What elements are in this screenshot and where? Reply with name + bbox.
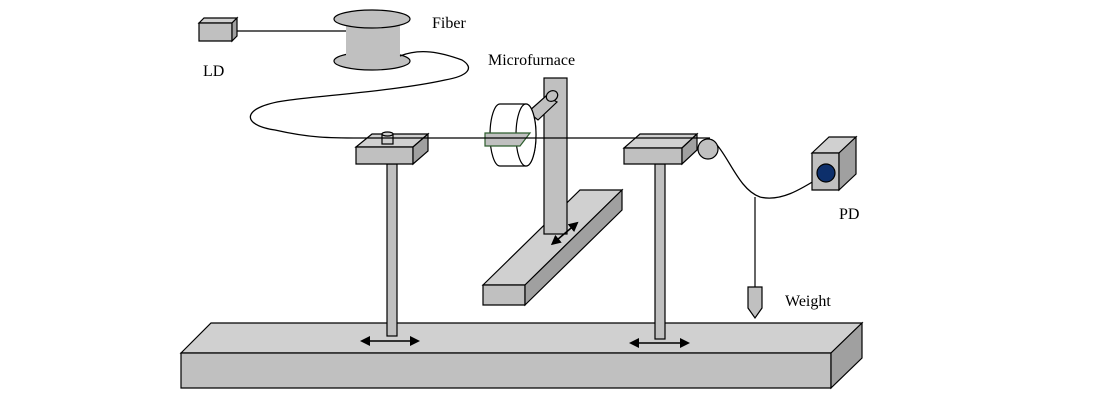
- label-pd: PD: [839, 206, 859, 223]
- weight: [747, 286, 763, 320]
- right-stage: [622, 132, 699, 340]
- label-weight: Weight: [785, 293, 831, 310]
- pulley: [697, 138, 719, 160]
- furnace-translation-arrow: [550, 221, 579, 246]
- pd-sensor: [816, 163, 836, 183]
- pd-photodetector: [810, 135, 858, 192]
- label-fiber: Fiber: [432, 15, 466, 32]
- fiber-to-pd: [716, 144, 823, 199]
- right-stage-post: [654, 163, 666, 340]
- fiber-main: [249, 51, 710, 139]
- label-microfurnace: Microfurnace: [488, 52, 575, 69]
- microfurnace: [484, 103, 537, 167]
- fiber-spool: [333, 9, 411, 71]
- left-stage: [354, 131, 430, 337]
- furnace-slot: [484, 132, 532, 147]
- left-stage-post: [386, 163, 398, 337]
- label-ld: LD: [203, 63, 224, 80]
- ld-laser-diode: [197, 16, 239, 43]
- base-rail: [179, 321, 864, 390]
- furnace-mount: [527, 77, 579, 246]
